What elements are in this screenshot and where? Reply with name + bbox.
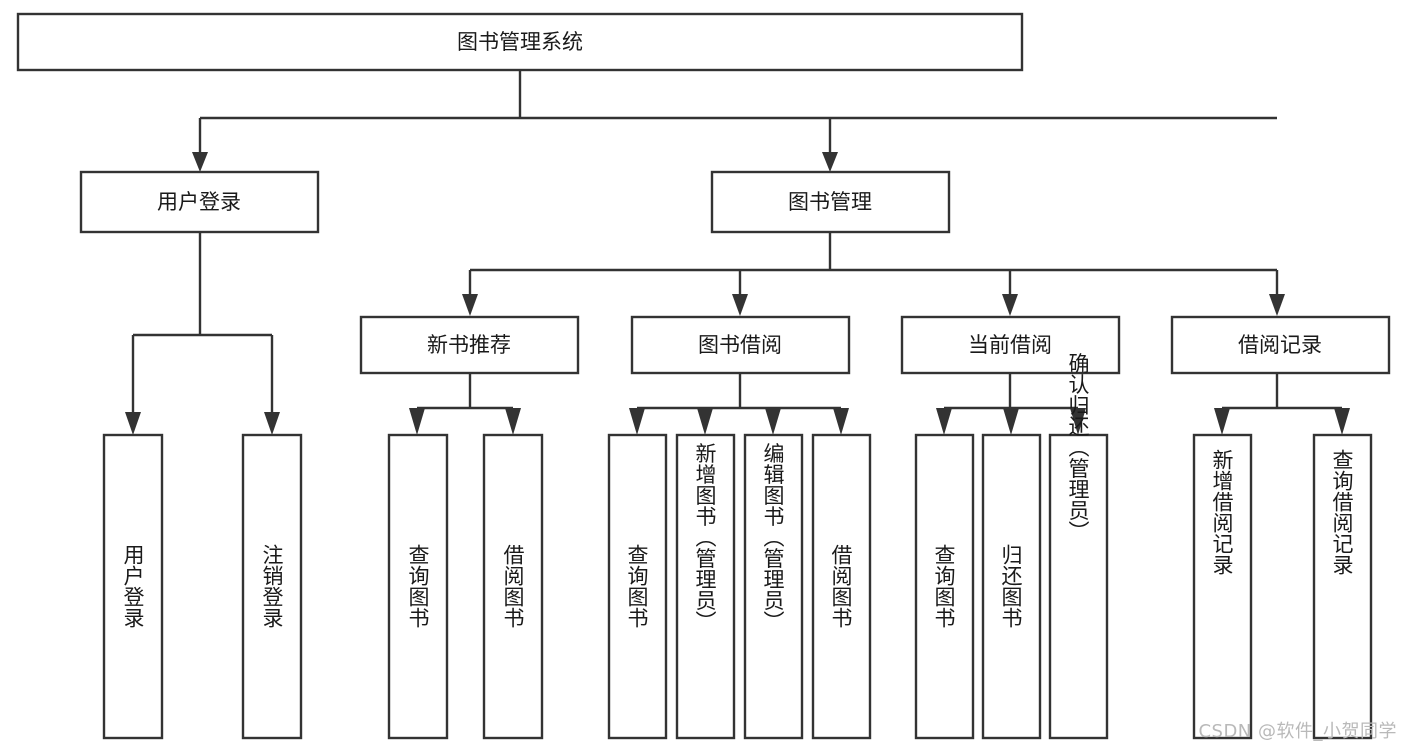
node-book-borrow[interactable]: 图书借阅 <box>630 315 851 375</box>
node-book-manage-box[interactable] <box>710 170 951 234</box>
node-leaf-query-book-1-label: 查询图书 <box>406 544 430 628</box>
arrow-head-leaf-edit-book-admin <box>765 408 781 435</box>
node-new-book-rec[interactable]: 新书推荐 <box>359 315 580 375</box>
node-borrow-record-label: 借阅记录 <box>1238 333 1322 357</box>
arrow-head-new-book-rec <box>462 294 478 316</box>
node-book-borrow-box[interactable] <box>630 315 851 375</box>
node-user-login-box[interactable] <box>79 170 320 234</box>
node-book-manage[interactable]: 图书管理 <box>710 170 951 234</box>
node-current-borrow-label: 当前借阅 <box>968 333 1052 357</box>
node-leaf-add-book-admin[interactable]: 新增图书（管理员） <box>675 433 736 740</box>
node-root-box[interactable] <box>16 12 1024 72</box>
node-leaf-logout-box[interactable] <box>241 433 303 740</box>
arrow-head-book-manage <box>822 152 838 172</box>
node-book-borrow-label: 图书借阅 <box>698 333 782 357</box>
node-leaf-edit-book-admin[interactable]: 编辑图书（管理员） <box>743 433 804 740</box>
node-leaf-borrow-book-1-box[interactable] <box>482 433 544 740</box>
node-leaf-add-borrow-record-box[interactable] <box>1192 433 1253 740</box>
node-leaf-query-book-2-box[interactable] <box>607 433 668 740</box>
arrow-head-book-borrow <box>732 294 748 316</box>
node-leaf-query-book-3-label: 查询图书 <box>932 544 956 628</box>
node-leaf-query-book-2-label: 查询图书 <box>625 544 649 628</box>
node-leaf-borrow-book-1-label: 借阅图书 <box>501 544 525 628</box>
node-leaf-query-book-1[interactable]: 查询图书 <box>387 433 449 740</box>
arrow-head-leaf-query-book-2 <box>629 408 645 435</box>
node-leaf-confirm-return-admin-label: 确认归还（管理员） <box>1066 353 1090 542</box>
node-book-manage-label: 图书管理 <box>788 190 872 214</box>
node-leaf-user-login-box[interactable] <box>102 433 164 740</box>
node-leaf-query-book-3[interactable]: 查询图书 <box>914 433 975 740</box>
arrow-head-current-borrow <box>1002 294 1018 316</box>
node-borrow-record-box[interactable] <box>1170 315 1391 375</box>
arrow-head-leaf-confirm-return-admin <box>1070 408 1086 435</box>
node-leaf-return-book-label: 归还图书 <box>999 544 1023 628</box>
node-leaf-add-book-admin-box[interactable] <box>675 433 736 740</box>
node-borrow-record[interactable]: 借阅记录 <box>1170 315 1391 375</box>
node-current-borrow-box[interactable] <box>900 315 1121 375</box>
node-leaf-query-book-2[interactable]: 查询图书 <box>607 433 668 740</box>
arrow-head-leaf-query-borrow-record <box>1334 408 1350 435</box>
arrow-head-leaf-return-book <box>1003 408 1019 435</box>
node-leaf-query-borrow-record-label: 查询借阅记录 <box>1330 449 1354 575</box>
node-leaf-confirm-return-admin-box[interactable] <box>1048 433 1109 740</box>
node-leaf-query-book-3-box[interactable] <box>914 433 975 740</box>
node-leaf-return-book-box[interactable] <box>981 433 1042 740</box>
node-leaf-logout-label: 注销登录 <box>260 544 284 628</box>
node-leaf-query-borrow-record[interactable]: 查询借阅记录 <box>1312 433 1373 740</box>
node-leaf-borrow-book-2-label: 借阅图书 <box>829 544 853 628</box>
node-leaf-logout[interactable]: 注销登录 <box>241 433 303 740</box>
node-root-label: 图书管理系统 <box>457 30 583 54</box>
node-leaf-return-book[interactable]: 归还图书 <box>981 433 1042 740</box>
node-leaf-borrow-book-2-box[interactable] <box>811 433 872 740</box>
node-leaf-user-login[interactable]: 用户登录 <box>102 433 164 740</box>
node-leaf-query-borrow-record-box[interactable] <box>1312 433 1373 740</box>
node-current-borrow[interactable]: 当前借阅 <box>900 315 1121 375</box>
node-user-login[interactable]: 用户登录 <box>79 170 320 234</box>
arrow-head-leaf-user-login <box>125 412 141 435</box>
node-leaf-add-borrow-record[interactable]: 新增借阅记录 <box>1192 433 1253 740</box>
node-new-book-rec-label: 新书推荐 <box>427 333 511 357</box>
node-user-login-label: 用户登录 <box>157 190 241 214</box>
node-leaf-query-book-1-box[interactable] <box>387 433 449 740</box>
arrow-head-leaf-logout <box>264 412 280 435</box>
node-new-book-rec-box[interactable] <box>359 315 580 375</box>
arrow-head-leaf-query-book-1 <box>409 408 425 435</box>
node-leaf-edit-book-admin-box[interactable] <box>743 433 804 740</box>
arrow-head-user-login <box>192 152 208 172</box>
arrow-head-leaf-borrow-book-2 <box>833 408 849 435</box>
arrow-head-leaf-borrow-book-1 <box>505 408 521 435</box>
node-leaf-add-borrow-record-label: 新增借阅记录 <box>1210 449 1234 575</box>
node-root[interactable]: 图书管理系统 <box>16 12 1024 72</box>
node-leaf-user-login-label: 用户登录 <box>121 544 145 628</box>
connector-layer <box>125 70 1350 435</box>
arrow-head-leaf-add-borrow-record <box>1214 408 1230 435</box>
node-leaf-borrow-book-1[interactable]: 借阅图书 <box>482 433 544 740</box>
arrow-head-leaf-add-book-admin <box>697 408 713 435</box>
node-leaf-edit-book-admin-label: 编辑图书（管理员） <box>761 443 785 632</box>
node-leaf-confirm-return-admin[interactable]: 确认归还（管理员） <box>1048 353 1109 740</box>
node-leaf-borrow-book-2[interactable]: 借阅图书 <box>811 433 872 740</box>
node-leaf-add-book-admin-label: 新增图书（管理员） <box>693 443 717 632</box>
arrow-head-leaf-query-book-3 <box>936 408 952 435</box>
arrow-head-borrow-record <box>1269 294 1285 316</box>
